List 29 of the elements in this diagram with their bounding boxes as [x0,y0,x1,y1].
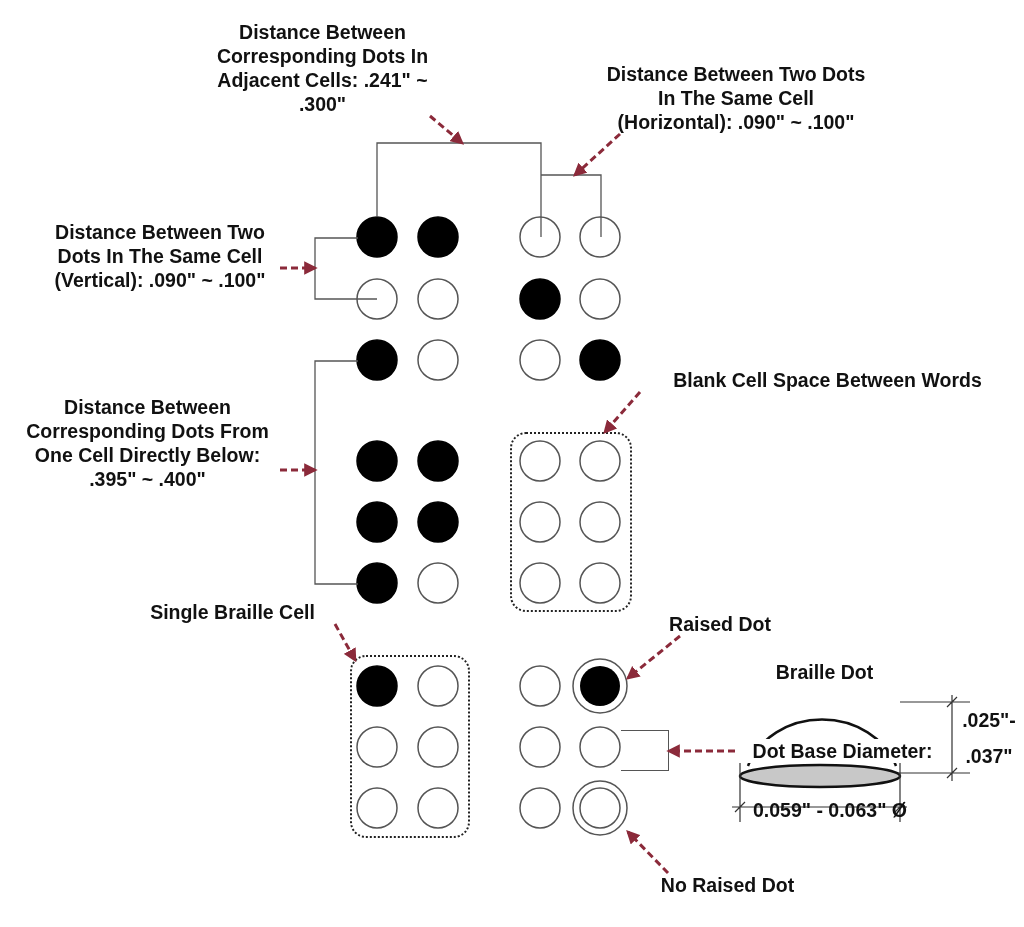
arrow [573,132,621,177]
arrow [626,830,670,875]
cell-outline [350,655,470,838]
callout-text: Raised Dot [655,612,785,636]
highlight-frame [621,730,669,771]
dimension-bracket [314,360,359,585]
callout-text: Distance Between Two Dots In The Same Cell (Vertical): .090" ~ .100" [40,220,280,292]
arrow [625,634,681,680]
arrow [280,261,318,275]
arrow [603,391,642,435]
drawing-title: Braille Dot [774,660,875,684]
empty-dot-ring [572,780,628,836]
raised-dot-ring [572,658,628,714]
callout-text: Blank Cell Space Between Words [640,368,1015,392]
callout-text: Distance Between Corresponding Dots In Adjacent Cells: .241" ~ .300" [205,20,440,116]
dimension-bracket [314,237,378,300]
dimension-text: 0.059" - 0.063" Ø [752,798,908,822]
callout-text: Distance Between Two Dots In The Same Cell (Horizontal): .090" ~ .100" [600,62,872,134]
callout-text: Distance Between Corresponding Dots From One Cell Directly Below: .395" ~ .400" [15,395,280,491]
arrow [666,744,735,758]
dimension-text: .025"- .037" [961,708,1017,769]
callout-text: Single Braille Cell [130,600,335,624]
dimension-bracket [376,142,542,238]
arrow [333,623,357,663]
arrow [280,463,318,477]
cell-outline [510,432,632,612]
dimension-bracket [540,174,602,238]
arrow [429,114,465,145]
callout-text: No Raised Dot [645,873,810,897]
